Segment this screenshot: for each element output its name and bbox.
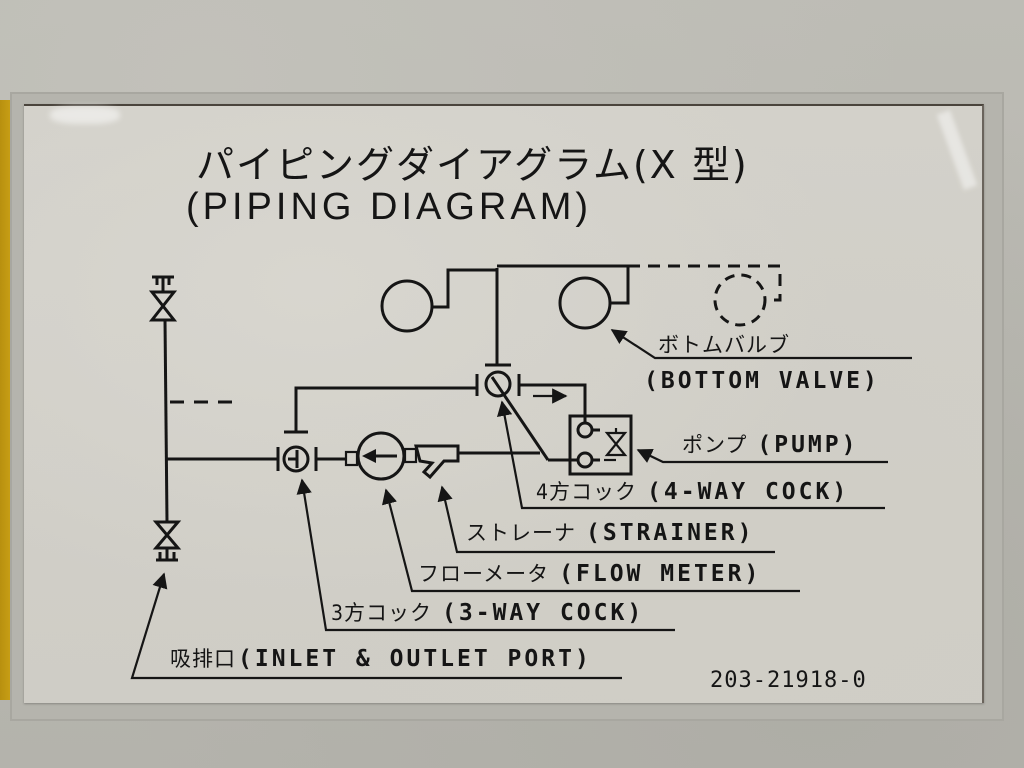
label-flow-meter: フローメータ (FLOW METER) (418, 563, 761, 586)
four-way-cock-jp-text: 4方コック (536, 480, 638, 504)
leader-flow-meter (381, 488, 800, 593)
glare-reflection (50, 106, 120, 124)
flow-meter-jp-text: フローメータ (418, 562, 550, 586)
tank-middle (497, 264, 630, 330)
pump-jp-text: ポンプ (682, 433, 748, 457)
four-way-cock-symbol (475, 370, 550, 461)
title-japanese: パイピングダイアグラム(X 型) (196, 143, 749, 187)
tank-left (380, 268, 497, 333)
pipe-4way-to-pump (519, 383, 587, 422)
three-way-cock-symbol (276, 445, 318, 473)
label-three-way-cock: 3方コック (3-WAY COCK) (331, 602, 644, 625)
leader-inlet-outlet-port (130, 572, 622, 680)
pump-symbol (568, 414, 633, 476)
inlet-outlet-port-jp-text: 吸排口 (170, 647, 236, 671)
leader-four-way-cock (497, 400, 885, 510)
three-way-cock-en-text: (3-WAY COCK) (442, 600, 645, 626)
part-number: 203-21918-0 (710, 668, 867, 693)
bottom-valve-jp-text: ボトムバルブ (658, 333, 790, 357)
pipe-4way-to-3way (294, 386, 477, 432)
leader-strainer (437, 485, 775, 554)
three-way-cock-jp-text: 3方コック (331, 601, 433, 625)
pump-en-text: (PUMP) (757, 432, 859, 458)
strainer-en-text: (STRAINER) (586, 520, 755, 546)
tank-optional-dashed (628, 264, 782, 327)
title-english: (PIPING DIAGRAM) (186, 186, 593, 228)
leader-pump (636, 449, 888, 464)
label-bottom-valve-en: (BOTTOM VALVE) (644, 370, 880, 393)
label-pump: ポンプ (PUMP) (682, 434, 858, 457)
strainer-symbol (414, 444, 460, 480)
label-inlet-outlet-port: 吸排口(INLET & OUTLET PORT) (170, 648, 592, 671)
leader-bottom-valve (610, 329, 912, 360)
flow-meter-en-text: (FLOW METER) (559, 561, 762, 587)
bottom-valve-port-symbol (152, 520, 182, 562)
manifold-vertical-pipe (163, 319, 169, 523)
label-bottom-valve-jp: ボトムバルブ (658, 334, 800, 357)
inlet-outlet-port-en-text: (INLET & OUTLET PORT) (238, 646, 592, 672)
flow-meter-symbol (344, 431, 418, 481)
label-four-way-cock: 4方コック (4-WAY COCK) (536, 481, 849, 504)
top-valve-symbol (148, 275, 178, 322)
four-way-cock-en-text: (4-WAY COCK) (647, 479, 850, 505)
bottom-valve-en-text: (BOTTOM VALVE) (644, 368, 880, 394)
label-strainer: ストレーナ (STRAINER) (466, 522, 754, 545)
leader-three-way-cock (296, 478, 675, 632)
strainer-jp-text: ストレーナ (466, 521, 576, 545)
